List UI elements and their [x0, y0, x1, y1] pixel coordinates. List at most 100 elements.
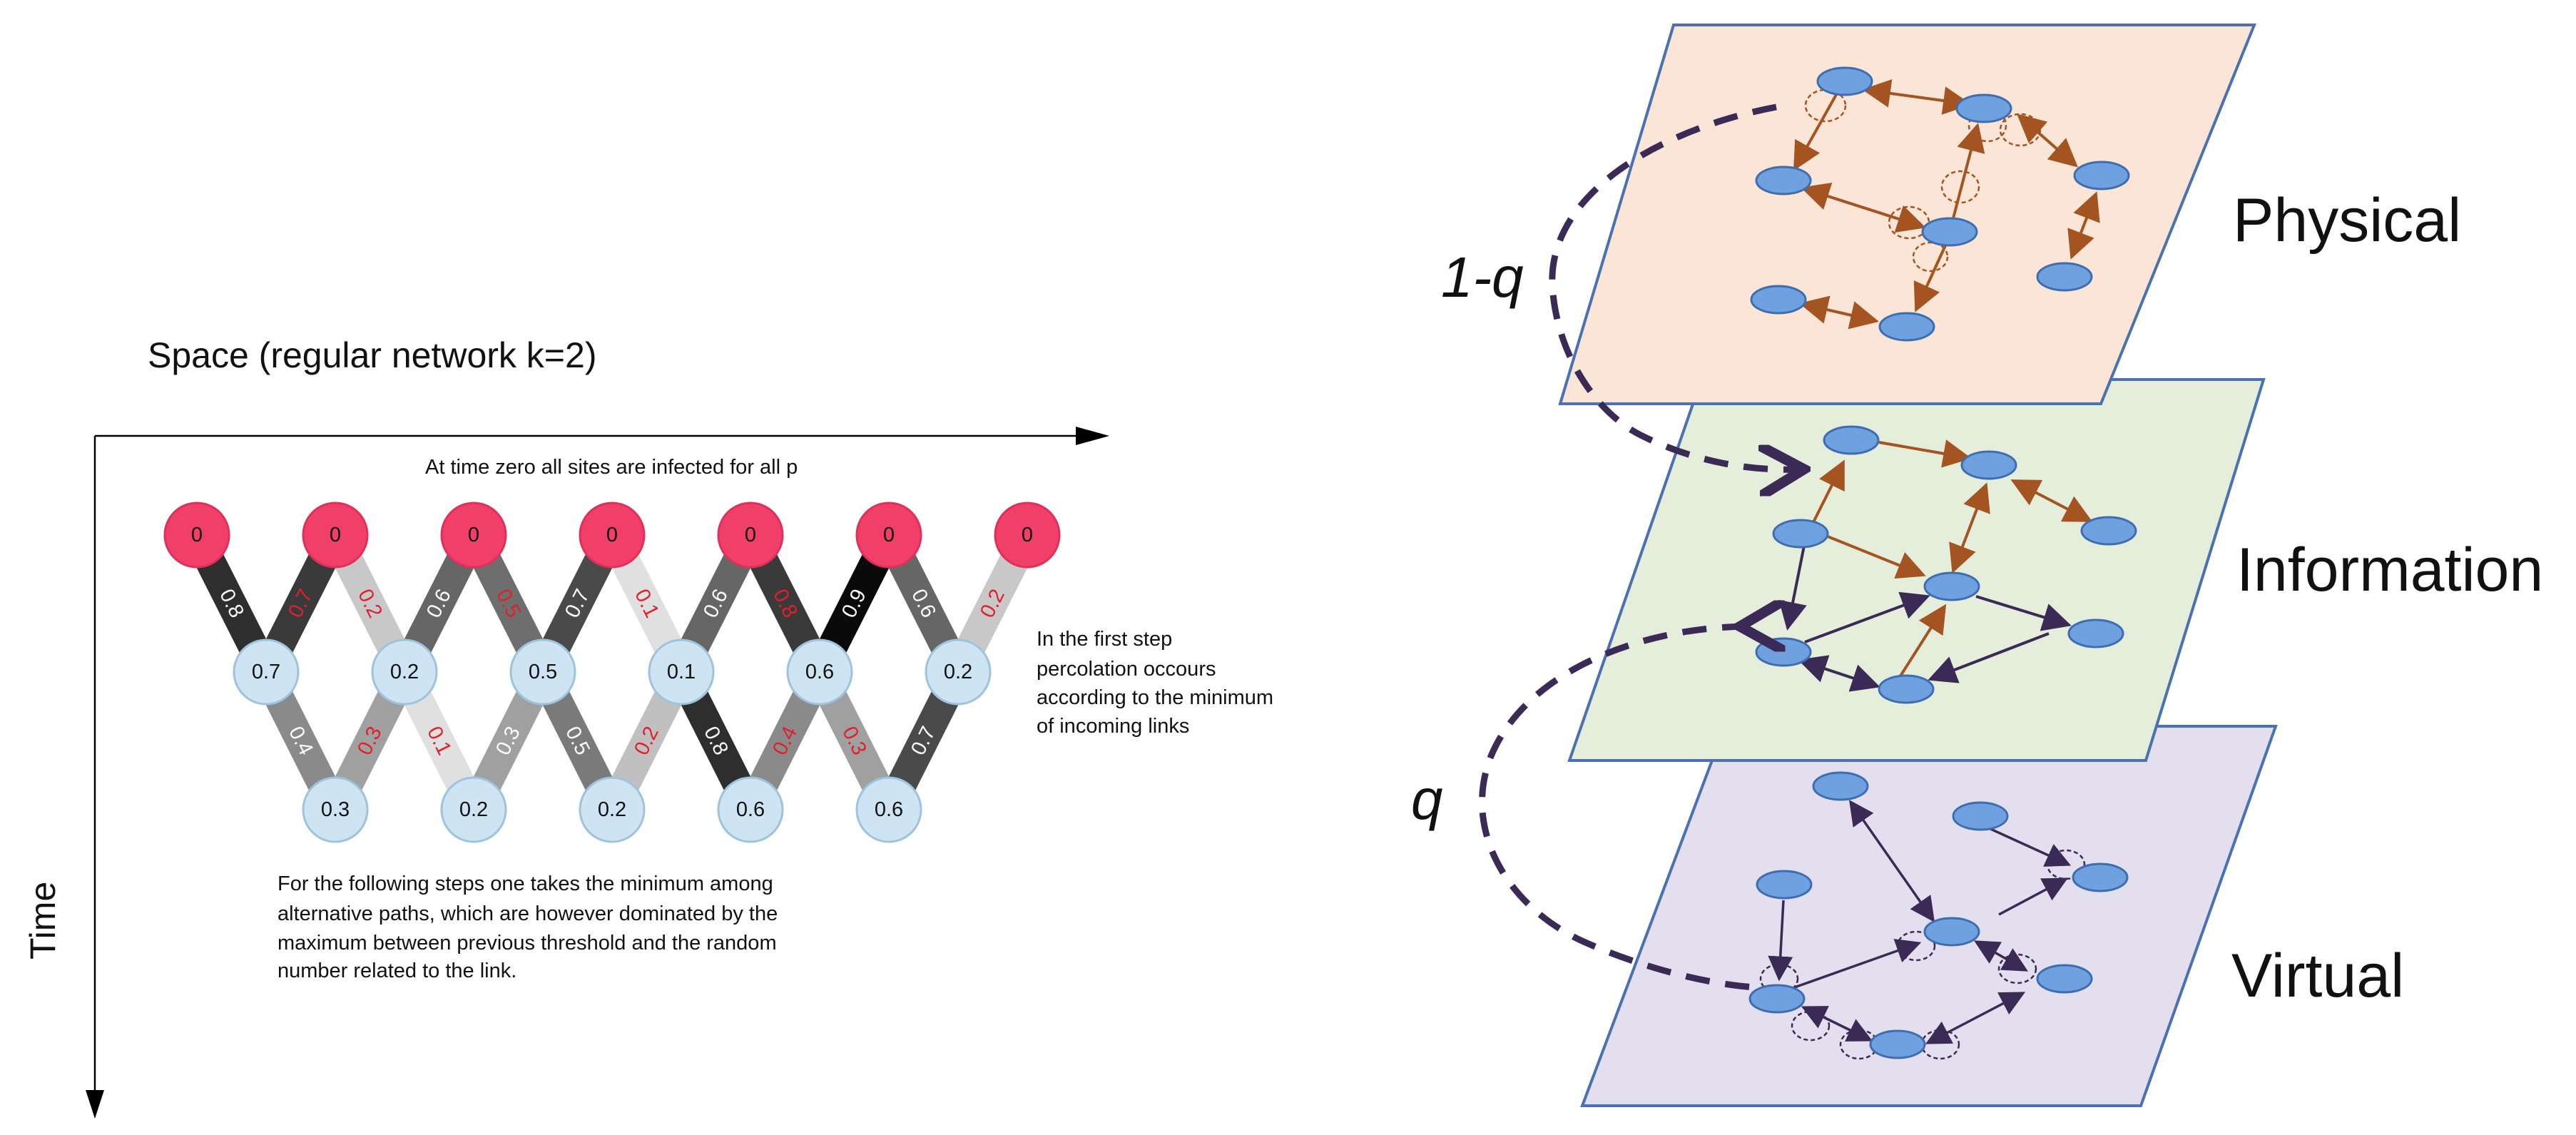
information-link [1975, 595, 2072, 631]
virtual-layer-label: Virtual [2231, 942, 2404, 1010]
physical-highlight [1940, 170, 1980, 204]
information-link [1798, 655, 1880, 692]
information-link [1949, 482, 1990, 574]
site-time1 [233, 638, 300, 706]
physical-network [1793, 79, 2100, 330]
information-link [1928, 632, 2050, 683]
physical-link [1801, 182, 1926, 233]
information-node [1772, 519, 1829, 549]
site-time0 [579, 502, 646, 569]
physical-node [1955, 93, 2012, 123]
note-following-steps: For the following steps one takes the mi… [278, 872, 778, 982]
site-time2 [440, 776, 507, 843]
site-time0-value: 0 [883, 524, 895, 546]
information-node [1923, 571, 1980, 601]
site-time1 [509, 638, 576, 706]
site-time0 [717, 502, 784, 569]
physical-link [1799, 295, 1879, 330]
note-first-step-line: percolation occours [1037, 658, 1216, 681]
coupling-arc-q [1479, 626, 1755, 991]
coupling-arc-1-q [1549, 103, 1798, 469]
information-link [1827, 535, 1926, 579]
note-first-step-line: according to the minimum [1037, 686, 1273, 709]
site-time2-value: 0.2 [459, 798, 488, 821]
note-following-line: number related to the link. [278, 960, 516, 982]
space-axis-arrowhead [1076, 427, 1109, 445]
site-time2 [717, 776, 784, 843]
physical-node [1878, 312, 1935, 342]
note-time-zero: At time zero all sites are infected for … [425, 456, 798, 479]
virtual-node [2072, 862, 2129, 892]
space-axis-label: Space (regular network k=2) [148, 335, 596, 375]
virtual-link [1998, 877, 2069, 916]
virtual-node [1748, 984, 1806, 1014]
information-node [2067, 619, 2124, 648]
virtual-highlight [1791, 1010, 1831, 1042]
site-time1-value: 0.7 [252, 661, 280, 683]
site-time2 [579, 776, 646, 843]
virtual-link [1790, 939, 1922, 990]
site-time1-value: 0.2 [944, 661, 972, 683]
site-time2-value: 0.2 [598, 798, 626, 821]
site-time1-value: 0.1 [667, 661, 696, 683]
information-node [1755, 637, 1812, 667]
physical-node [1921, 217, 1978, 247]
multilayer-network: Physical Information Virtual [1411, 24, 2543, 1107]
note-following-line: alternative paths, which are however dom… [278, 902, 778, 925]
virtual-node [1756, 870, 1813, 900]
physical-link [2067, 191, 2100, 260]
physical-node [1816, 66, 1873, 96]
information-node [1878, 674, 1935, 704]
physical-layer-plane [1558, 24, 2256, 405]
information-layer-label: Information [2236, 536, 2543, 604]
site-time1 [786, 638, 853, 706]
physical-node [1755, 166, 1812, 195]
virtual-node [2036, 964, 2093, 994]
site-time0 [440, 502, 507, 569]
virtual-link [1973, 940, 2029, 972]
information-node [1823, 425, 1880, 455]
site-time1 [371, 638, 438, 706]
virtual-link [1987, 826, 2072, 867]
site-time0-value: 0 [1022, 524, 1033, 546]
physical-link [1913, 243, 1948, 312]
note-first-step: In the first step percolation occours ac… [1037, 628, 1273, 738]
information-link [1878, 439, 1972, 468]
virtual-highlight [2046, 849, 2086, 880]
virtual-highlight [1997, 953, 2037, 984]
site-time0 [994, 502, 1061, 569]
physical-link [1862, 79, 1972, 115]
physical-highlight [1804, 88, 1847, 123]
information-link [1811, 459, 1845, 526]
site-time0-value: 0 [606, 524, 618, 546]
virtual-node [1869, 1029, 1926, 1059]
information-layer-plane [1567, 378, 2266, 762]
site-time0-value: 0 [745, 524, 756, 546]
virtual-link [1848, 800, 1935, 922]
site-time0-value: 0 [468, 524, 479, 546]
site-time0-value: 0 [330, 524, 341, 546]
information-link [2010, 479, 2093, 522]
site-time2 [302, 776, 369, 843]
site-time2-value: 0.6 [736, 798, 765, 821]
site-time1 [648, 638, 715, 706]
information-node [2080, 516, 2137, 546]
site-time2 [855, 776, 922, 843]
note-first-step-line: of incoming links [1037, 715, 1189, 738]
information-network [1778, 439, 2093, 692]
virtual-node [1923, 917, 1980, 947]
site-time2-value: 0.3 [321, 798, 350, 821]
physical-link [2016, 113, 2079, 168]
site-time1-value: 0.5 [529, 661, 557, 683]
note-following-line: For the following steps one takes the mi… [278, 872, 773, 895]
virtual-link [1768, 900, 1793, 982]
information-link [1893, 604, 1947, 686]
physical-node [1750, 285, 1807, 315]
information-node [1960, 450, 2017, 480]
site-time2-value: 0.6 [875, 798, 903, 821]
virtual-nodes [1748, 771, 2129, 1059]
virtual-link [1925, 992, 2026, 1044]
site-time1-value: 0.2 [390, 661, 419, 683]
